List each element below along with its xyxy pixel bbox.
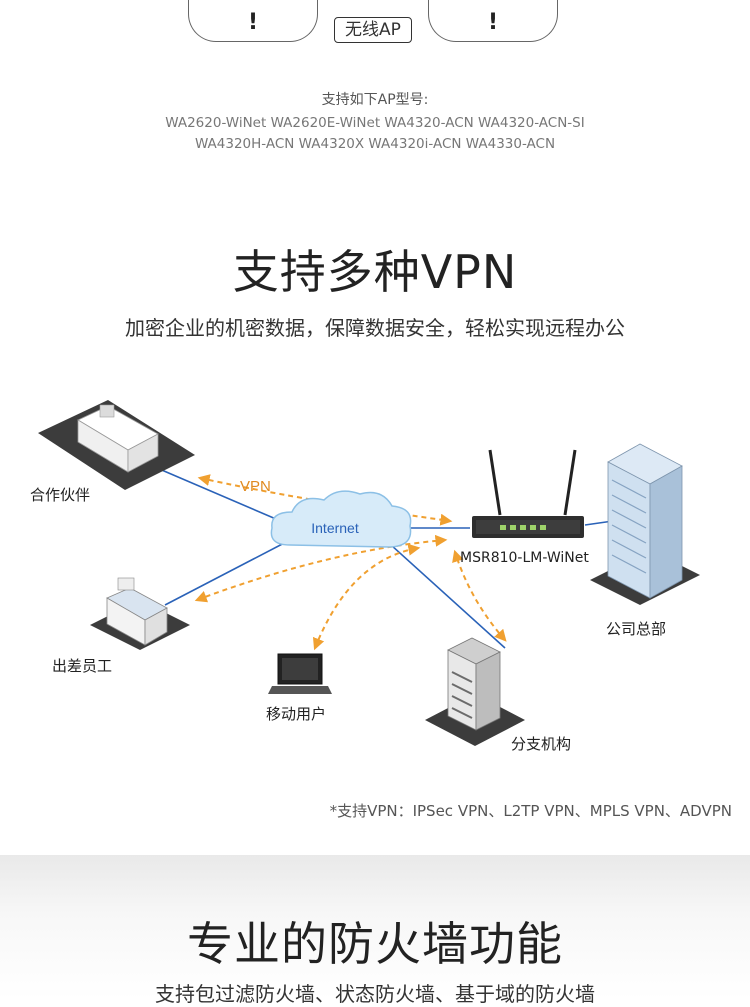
mobile-label: 移动用户 [266, 705, 327, 723]
vpn-support-note: *支持VPN：IPSec VPN、L2TP VPN、MPLS VPN、ADVPN [329, 802, 732, 820]
vpn-arrows [194, 474, 507, 651]
partner-building-icon [38, 400, 195, 490]
travel-label: 出差员工 [52, 657, 113, 675]
hq-label: 公司总部 [606, 620, 667, 638]
router-icon [472, 449, 584, 538]
firewall-band [0, 855, 750, 1000]
vpn-network-diagram: Internet VPN [38, 400, 700, 746]
firewall-title: 专业的防火墙功能 [187, 917, 563, 971]
ap-card-left: ! [188, 0, 318, 42]
alert-icon: ! [487, 10, 499, 35]
support-heading: 支持如下AP型号: [321, 92, 429, 108]
ap-card-right: ! [428, 0, 558, 42]
vpn-label: VPN [240, 478, 271, 495]
laptop-icon [268, 653, 332, 694]
partner-label: 合作伙伴 [30, 486, 91, 504]
branch-label: 分支机构 [511, 735, 572, 753]
internet-label: Internet [311, 520, 359, 536]
ap-label: 无线AP [334, 17, 412, 43]
vpn-subtitle: 加密企业的机密数据，保障数据安全，轻松实现远程办公 [125, 316, 625, 340]
vpn-title: 支持多种VPN [232, 245, 518, 299]
models-line-1: WA2620-WiNet WA2620E-WiNet WA4320-ACN WA… [165, 115, 585, 131]
alert-icon: ! [247, 10, 259, 35]
router-label: MSR810-LM-WiNet [460, 550, 589, 566]
vpn-arrow-partner [197, 474, 453, 526]
travel-house-icon [90, 577, 190, 650]
vpn-arrow-travel [194, 534, 448, 603]
internet-cloud-icon: Internet [270, 490, 412, 548]
vpn-arrow-mobile [312, 543, 421, 651]
link-travel [164, 539, 291, 606]
vpn-arrow-branch [452, 549, 507, 642]
models-line-2: WA4320H-ACN WA4320X WA4320i-ACN WA4330-A… [194, 136, 556, 152]
branch-building-icon [425, 637, 525, 746]
link-partner [149, 464, 291, 526]
firewall-subtitle: 支持包过滤防火墙、状态防火墙、基于域的防火墙 [155, 982, 595, 1006]
hq-tower-icon [590, 443, 700, 605]
